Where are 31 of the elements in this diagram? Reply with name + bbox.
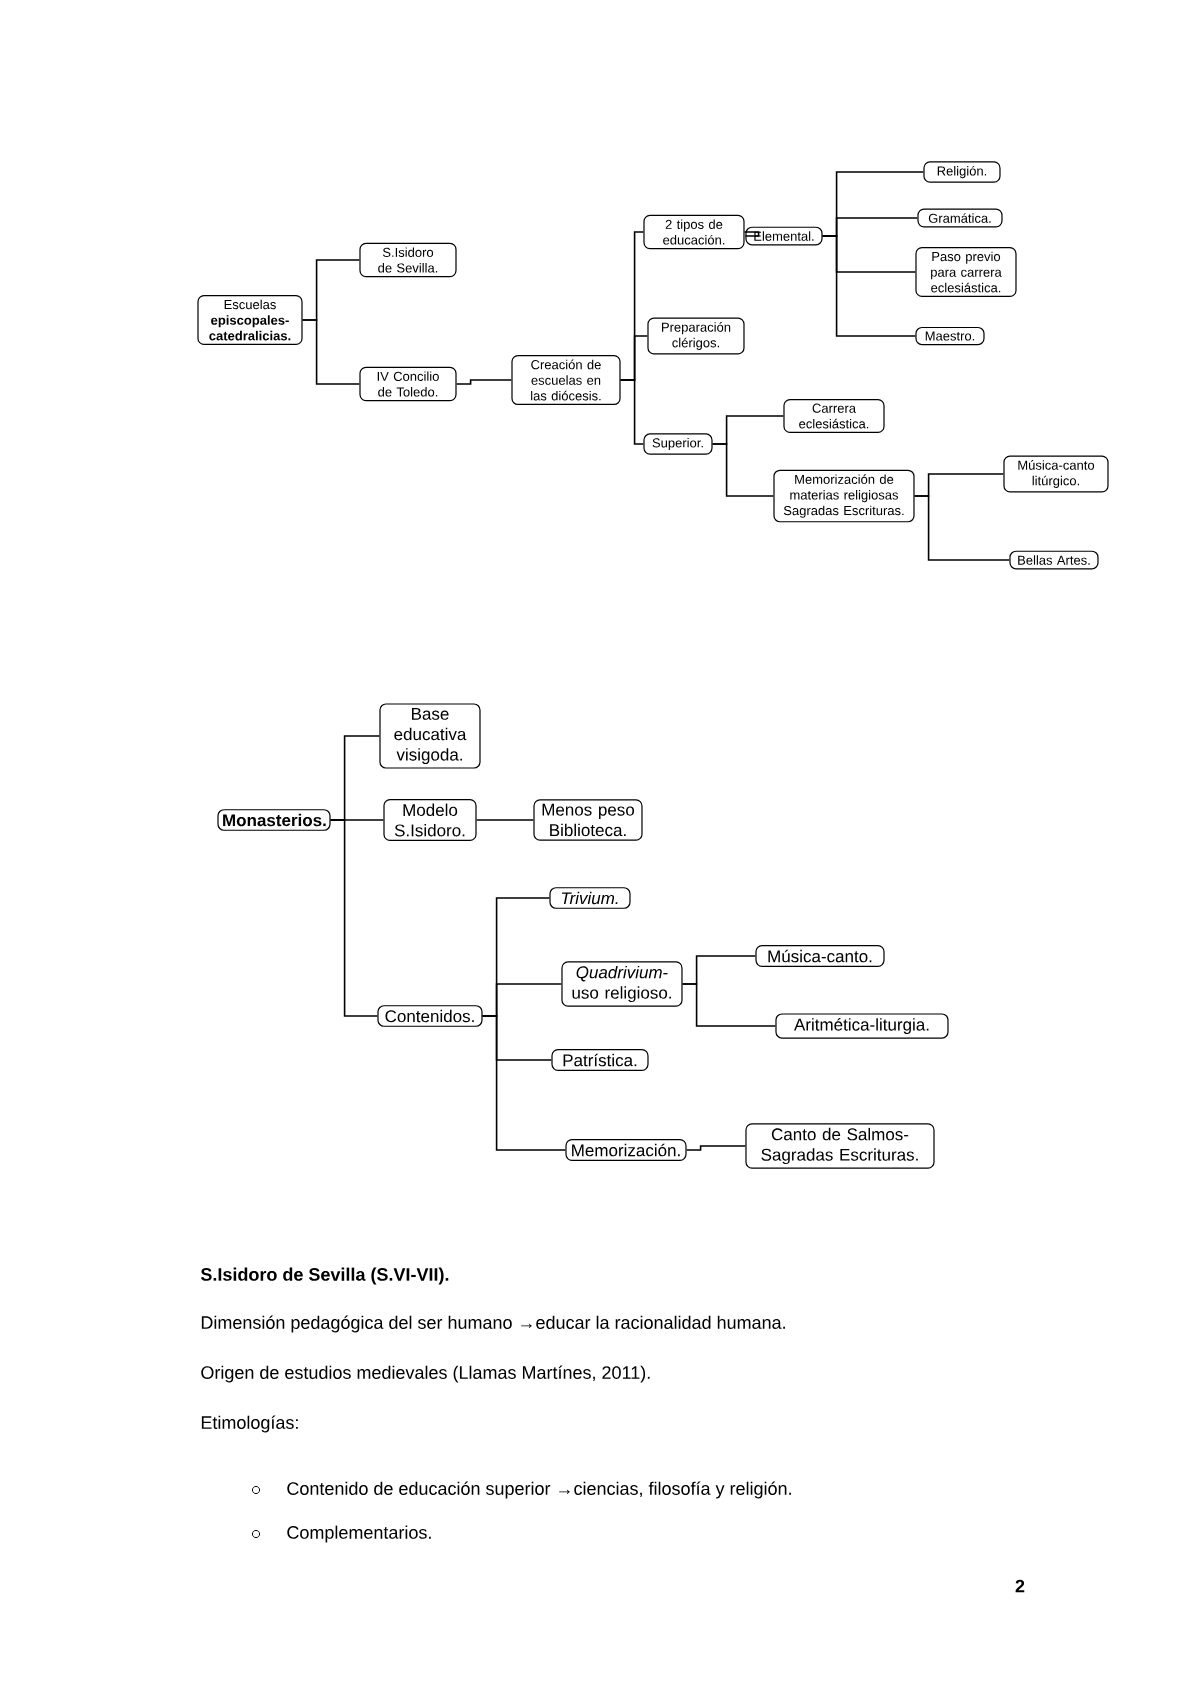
- concept-box: Aritmética-liturgia.: [775, 1013, 949, 1039]
- text-line: Dimensión pedagógica del ser humano →educar la racionalidad humana.: [201, 1315, 785, 1333]
- concept-box: Quadrivium-uso religioso.: [561, 961, 683, 1007]
- connector-line: [481, 1015, 567, 1151]
- connector-line: [301, 319, 361, 385]
- concept-box: Memorización.: [565, 1139, 687, 1161]
- text-line: Origen de estudios medievales (Llamas Martínes, 2011).: [201, 1365, 650, 1383]
- bullet-text: Contenido de educación superior →ciencias, filosofía y religión.: [287, 1481, 791, 1499]
- concept-box: Menos peso Biblioteca.: [533, 799, 643, 841]
- connector-line: [913, 495, 1011, 561]
- concept-box: Patrística.: [551, 1049, 649, 1071]
- connector-line: [619, 379, 645, 445]
- concept-box: Música-canto.: [755, 945, 885, 967]
- connector-line: [711, 443, 775, 497]
- connector-line: [475, 819, 535, 821]
- concept-box: Canto de Salmos-Sagradas Escrituras.: [745, 1123, 935, 1169]
- connector-line: [455, 379, 513, 385]
- concept-box: Monasterios.: [217, 809, 331, 831]
- concept-box: Trivium.: [549, 887, 631, 909]
- concept-box: Base educativa visigoda.: [379, 703, 481, 769]
- text-line: Etimologías:: [201, 1415, 298, 1433]
- concept-box: Contenidos.: [377, 1005, 483, 1027]
- connector-line: [681, 983, 777, 1027]
- connector-line: [685, 1145, 747, 1151]
- bullet-text: Complementarios.: [287, 1525, 431, 1543]
- section-heading: S.Isidoro de Sevilla (S.VI-VII).: [200, 1267, 449, 1285]
- connector-line: [821, 235, 917, 337]
- connector-line: [329, 819, 379, 1017]
- connector-line: [743, 231, 760, 237]
- page-number: 2: [1015, 1579, 1025, 1593]
- concept-box: Modelo S.Isidoro.: [383, 798, 477, 842]
